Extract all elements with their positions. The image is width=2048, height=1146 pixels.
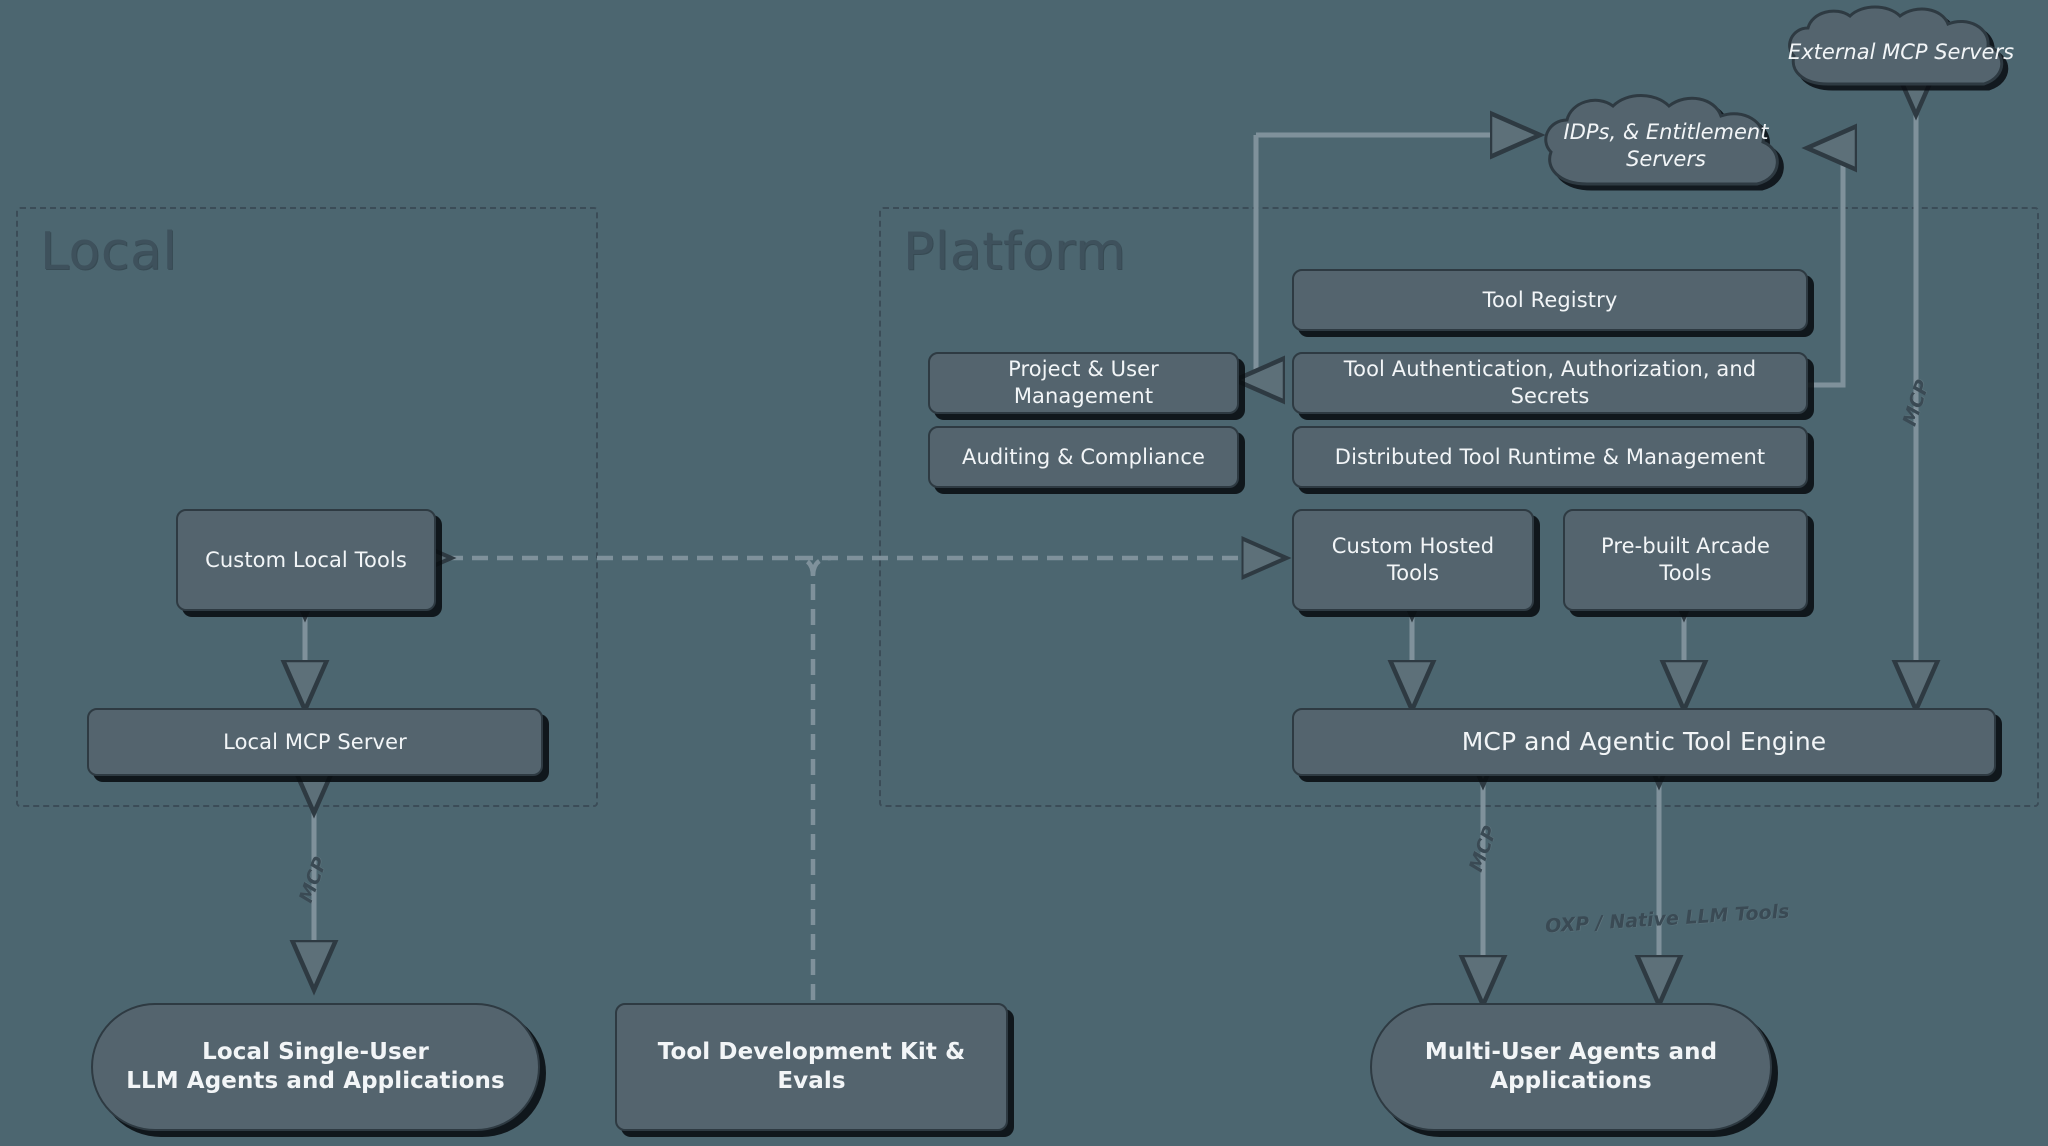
cloud-idps-label-line2: Servers: [1626, 147, 1706, 171]
node-tool-authentication[interactable]: Tool Authentication, Authorization, and …: [1292, 352, 1808, 414]
node-tool-development-kit-label: Tool Development Kit & Evals: [657, 1038, 966, 1094]
node-local-single-user-agents[interactable]: Local Single-User LLM Agents and Applica…: [91, 1003, 540, 1131]
node-tool-authentication-label: Tool Authentication, Authorization, and …: [1343, 357, 1757, 408]
node-distributed-tool-runtime-label: Distributed Tool Runtime & Management: [1334, 444, 1766, 469]
node-custom-hosted-tools-label: Custom Hosted Tools: [1331, 534, 1495, 585]
node-prebuilt-arcade-tools-label: Pre-built Arcade Tools: [1601, 534, 1770, 585]
node-auditing-compliance-label: Auditing & Compliance: [962, 444, 1205, 469]
node-distributed-tool-runtime[interactable]: Distributed Tool Runtime & Management: [1292, 426, 1808, 488]
node-project-user-management-label: Project & User Management: [1008, 357, 1159, 408]
cloud-idps-entitlement-servers: IDPs, & Entitlement Servers: [1528, 93, 1804, 203]
node-custom-hosted-tools[interactable]: Custom Hosted Tools: [1292, 509, 1534, 611]
node-tool-registry[interactable]: Tool Registry: [1292, 269, 1808, 331]
node-local-single-user-agents-line1: Local Single-User: [202, 1038, 429, 1065]
node-local-mcp-server-label: Local MCP Server: [223, 729, 407, 754]
node-tool-registry-label: Tool Registry: [1482, 287, 1618, 312]
node-multi-user-agents-line1: Multi-User Agents and: [1424, 1038, 1718, 1065]
node-custom-local-tools[interactable]: Custom Local Tools: [176, 509, 436, 611]
cloud-idps-label-line1: IDPs, & Entitlement: [1563, 120, 1769, 144]
node-tool-development-kit[interactable]: Tool Development Kit & Evals: [615, 1003, 1008, 1131]
node-multi-user-agents-line2: Applications: [1490, 1068, 1652, 1094]
node-prebuilt-arcade-tools[interactable]: Pre-built Arcade Tools: [1563, 509, 1808, 611]
node-custom-local-tools-label: Custom Local Tools: [205, 547, 407, 572]
node-multi-user-agents[interactable]: Multi-User Agents and Applications: [1370, 1003, 1772, 1131]
group-local-title: Local: [40, 222, 178, 282]
node-local-mcp-server[interactable]: Local MCP Server: [87, 708, 543, 776]
node-local-single-user-agents-line2: LLM Agents and Applications: [126, 1068, 505, 1094]
node-auditing-compliance[interactable]: Auditing & Compliance: [928, 426, 1239, 488]
node-project-user-management[interactable]: Project & User Management: [928, 352, 1239, 414]
cloud-external-mcp-servers-label: External MCP Servers: [1787, 40, 2015, 64]
group-platform-title: Platform: [903, 222, 1127, 282]
cloud-external-mcp-servers: External MCP Servers: [1771, 3, 2031, 103]
node-mcp-agentic-tool-engine[interactable]: MCP and Agentic Tool Engine: [1292, 708, 1996, 776]
node-mcp-agentic-tool-engine-label: MCP and Agentic Tool Engine: [1461, 727, 1827, 756]
